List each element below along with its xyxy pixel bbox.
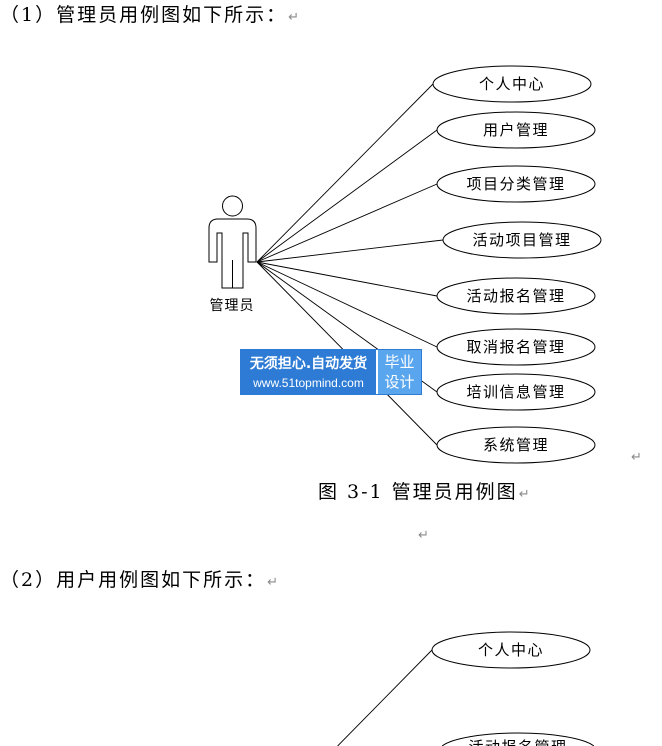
use-case-label: 取消报名管理 — [466, 338, 565, 356]
use-case-ellipse — [441, 732, 595, 746]
paragraph-mark: ↵ — [518, 487, 530, 502]
association-line — [256, 129, 438, 263]
use-case-ellipse — [442, 221, 602, 259]
use-cases: 个人中心 — [431, 631, 595, 746]
use-case-label: 活动报名管理 — [439, 739, 597, 746]
paragraph-mark: ↵ — [631, 450, 642, 465]
association-line — [256, 261, 438, 348]
use-case-ellipse — [436, 328, 596, 366]
use-case-ellipse — [436, 277, 596, 315]
admin-use-case-diagram: 管理员 个人中心用户管理项目分类管理活动项目管理活动报名管理取消报名管理培训信息… — [208, 65, 602, 464]
section2-heading: （2）用户用例图如下所示：↵ — [0, 568, 278, 595]
actor-label: 管理员 — [210, 298, 255, 314]
actor-head — [222, 195, 243, 217]
watermark-badge: 毕业 设计 — [376, 350, 421, 394]
watermark-slogan: 无须担心.自动发货 — [249, 355, 368, 372]
use-cases: 个人中心用户管理项目分类管理活动项目管理活动报名管理取消报名管理培训信息管理系统… — [432, 65, 602, 464]
use-case-label: 用户管理 — [483, 121, 549, 139]
association-line — [256, 239, 444, 263]
use-case-ellipse — [436, 426, 596, 464]
actor-admin: 管理员 — [208, 195, 257, 314]
use-case-ellipse — [436, 373, 596, 411]
use-case-ellipse — [436, 111, 596, 149]
watermark: 无须担心.自动发货 www.51topmind.com 毕业 设计 — [240, 349, 422, 395]
paragraph-mark: ↵ — [267, 575, 278, 590]
heading-text: （1）管理员用例图如下所示： — [0, 4, 288, 26]
figure-caption: 图 3-1 管理员用例图↵ — [318, 480, 530, 507]
watermark-badge-bottom: 设计 — [384, 373, 415, 391]
watermark-url: www.51topmind.com — [253, 375, 364, 390]
association-lines — [337, 649, 433, 746]
heading-text: （2）用户用例图如下所示： — [0, 569, 267, 591]
user-use-case-diagram: 个人中心 — [337, 631, 595, 746]
use-case-ellipse — [431, 631, 591, 669]
use-case-label: 活动项目管理 — [472, 231, 571, 249]
association-line — [256, 183, 438, 263]
use-case-ellipse — [432, 65, 592, 103]
section1-heading: （1）管理员用例图如下所示：↵ — [0, 3, 299, 30]
watermark-text-block: 无须担心.自动发货 www.51topmind.com — [241, 350, 376, 394]
use-case-label: 个人中心 — [478, 641, 544, 659]
paragraph-mark: ↵ — [418, 528, 429, 543]
association-line — [337, 649, 433, 746]
use-case-label: 个人中心 — [479, 75, 545, 93]
use-case-label: 项目分类管理 — [466, 175, 565, 193]
use-case-label: 活动报名管理 — [466, 287, 565, 305]
paragraph-mark: ↵ — [288, 10, 299, 25]
association-line — [256, 261, 438, 297]
use-case-ellipse — [436, 165, 596, 203]
use-case-label: 培训信息管理 — [466, 383, 565, 401]
caption-text: 图 3-1 管理员用例图 — [318, 481, 518, 503]
actor-body — [208, 218, 257, 289]
use-case-label: 系统管理 — [483, 436, 549, 454]
watermark-badge-top: 毕业 — [384, 353, 415, 371]
association-line — [256, 83, 434, 263]
